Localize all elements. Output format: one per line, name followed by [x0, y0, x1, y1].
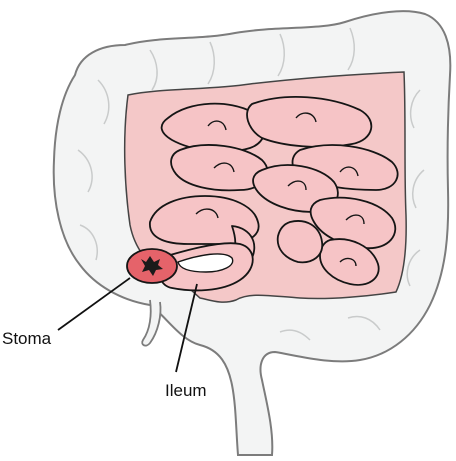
ileum-inner: [177, 253, 234, 273]
ileum-leader-line: [175, 283, 198, 373]
intestine-folds: [195, 112, 365, 267]
appendix: [141, 299, 162, 347]
stoma-opening: [141, 256, 163, 276]
stoma-label: Stoma: [2, 329, 52, 348]
stoma-leader-line: [57, 277, 131, 331]
colon-folds: [77, 27, 425, 341]
ileum-label: Ileum: [165, 381, 207, 400]
stoma: [126, 248, 178, 284]
